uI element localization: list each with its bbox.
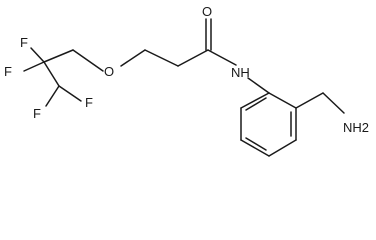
bond-ch2-nh2 [322,92,345,114]
bond-ch2-o [72,49,104,72]
ring-inner-bond-3 [245,97,267,111]
bond-co-n [207,49,237,66]
ring-bond-4 [240,139,270,157]
bond-cf2-f1 [30,47,45,63]
atom-ether-oxygen-label: O [104,64,114,79]
atom-f3-label: F [33,106,41,121]
atom-f2-label: F [4,64,12,79]
bond-ring-ch2 [295,92,324,109]
atom-f4-label: F [85,95,93,110]
ring-bond-3 [268,139,297,157]
bond-ch-f3 [45,85,60,107]
chemical-structure: F F F F O O NH NH2 [4,4,369,157]
atom-carbonyl-oxygen-label: O [202,4,212,19]
bond-cf2-ch2 [43,49,74,63]
ring-bond-6 [240,92,270,109]
bond-cf2-ch [43,61,60,87]
ring-bond-1 [268,92,297,109]
atom-f1-label: F [20,35,28,50]
bond-ch-f4 [58,85,82,102]
bond-o-ch2 [120,49,146,67]
bond-ch2-co [177,49,209,67]
bond-cf2-f2 [23,61,45,72]
structure-canvas: F F F F O O NH NH2 [4,4,369,157]
atom-amine-nh2-label: NH2 [343,120,369,135]
ring-inner-bond-2 [245,137,267,151]
atom-amide-nh-label: NH [231,65,250,80]
bond-ch2-ch2 [144,49,179,67]
bond-n-ring [247,77,270,94]
